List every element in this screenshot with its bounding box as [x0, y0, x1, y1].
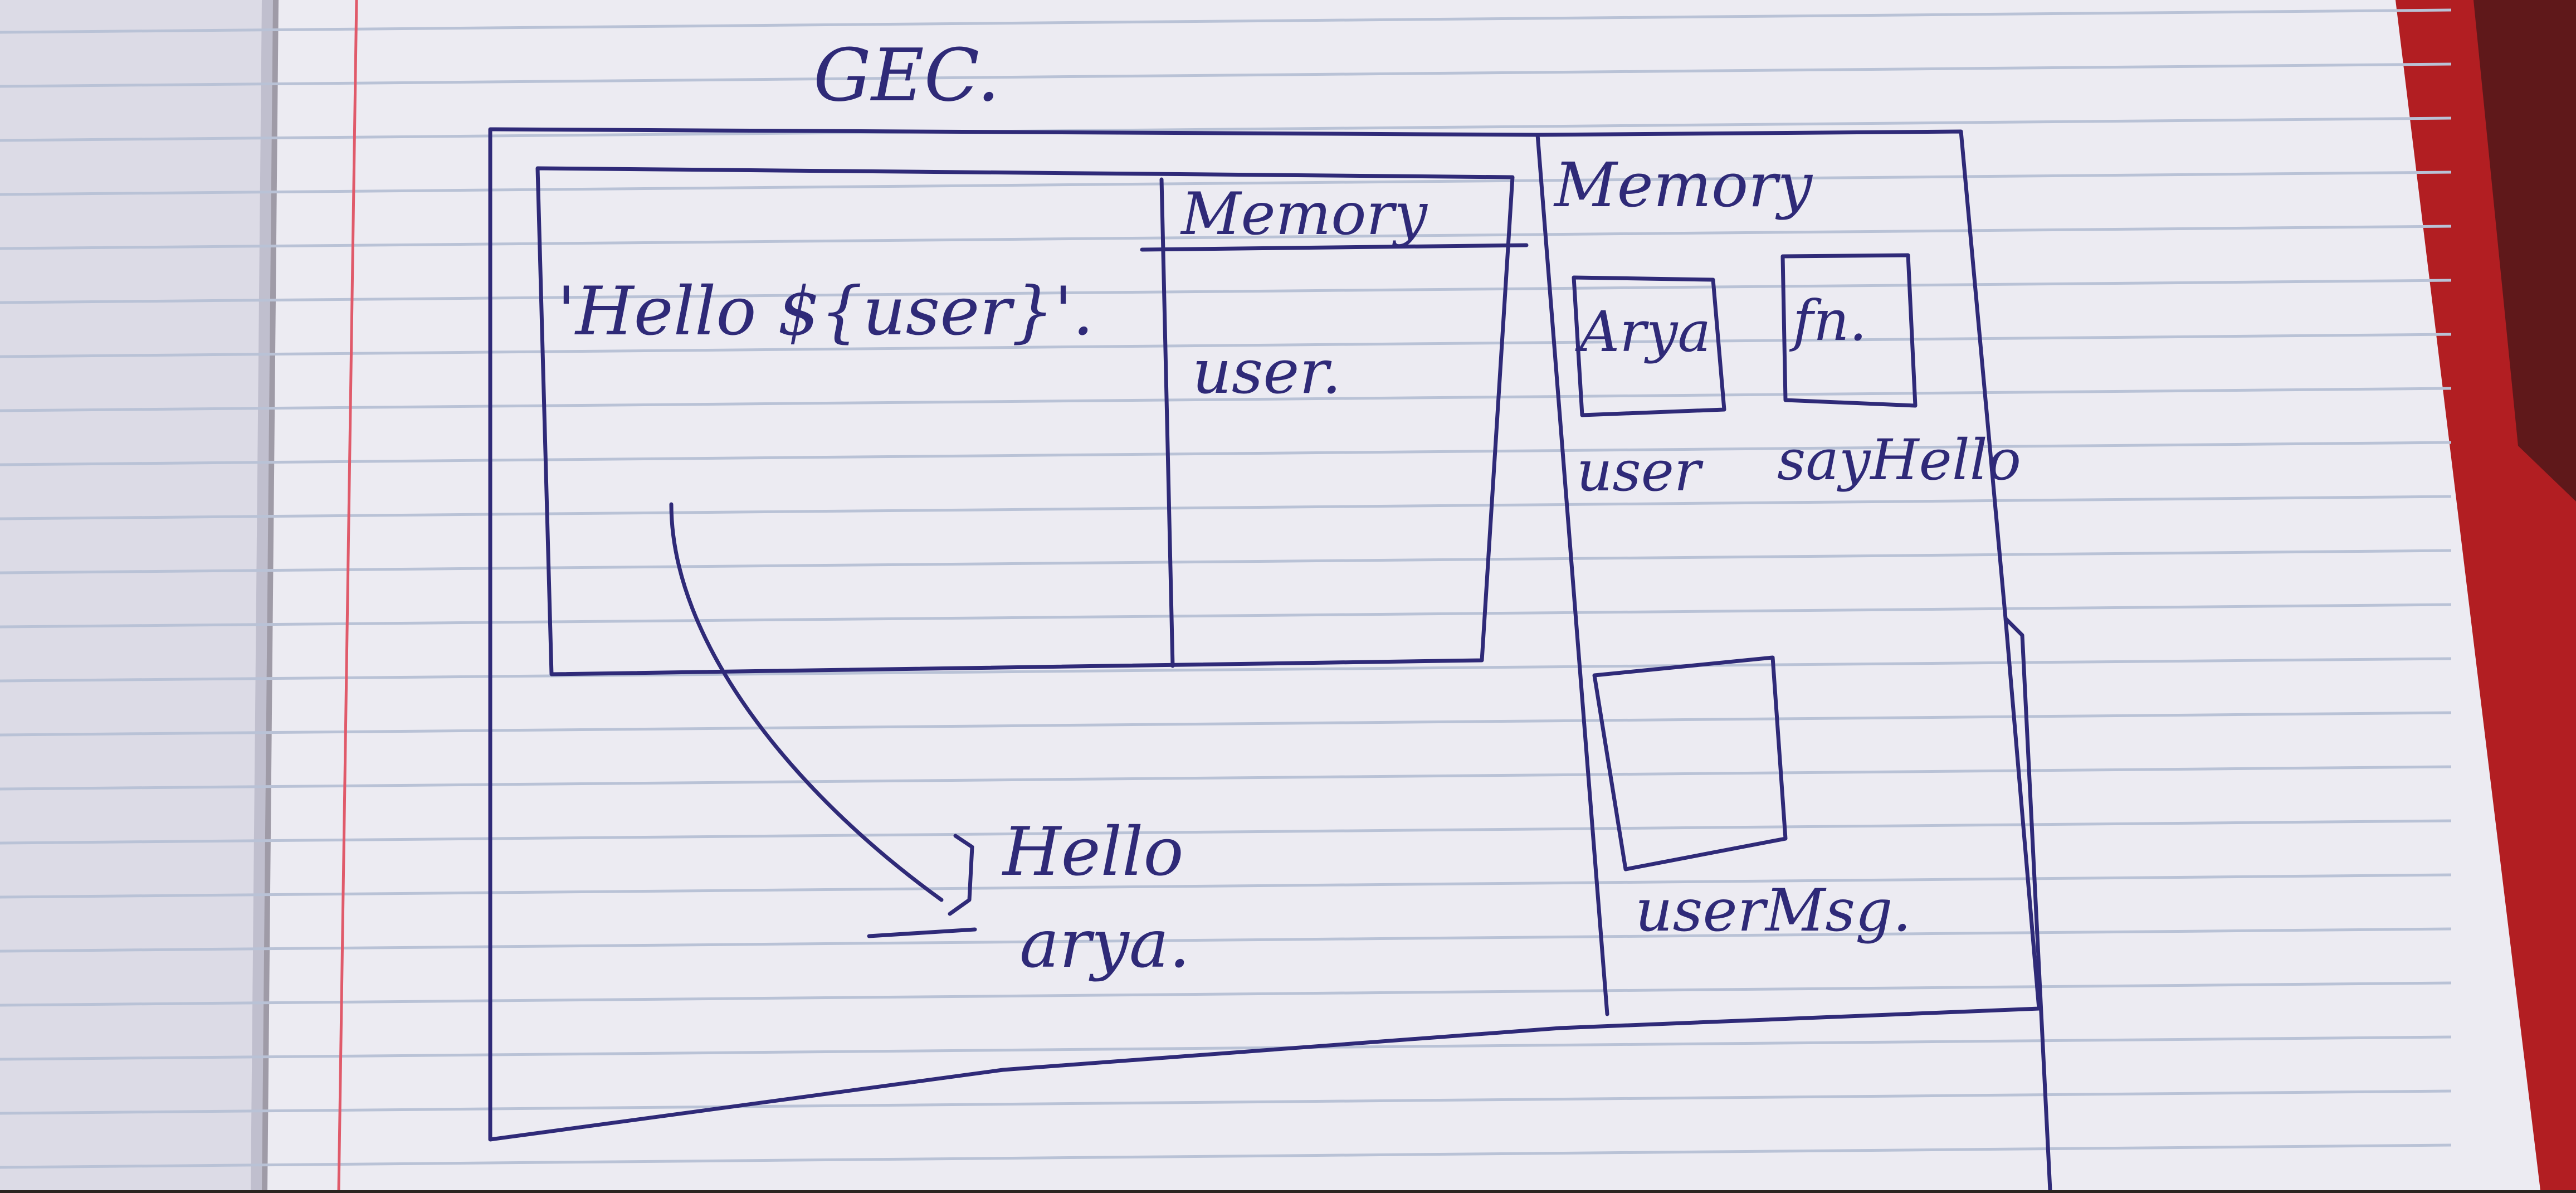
memory-box-label: sayHello: [1777, 427, 2021, 493]
ruled-line: [0, 657, 2452, 683]
sayhello-memory-box: [1780, 253, 1918, 408]
ruled-line: [0, 62, 2452, 88]
ruled-line: [0, 549, 2452, 574]
ruled-line: [0, 765, 2452, 791]
ruled-line: [0, 387, 2452, 412]
ruled-line: [0, 116, 2452, 142]
ruled-line: [0, 495, 2452, 520]
output-tick: [867, 927, 977, 938]
ruled-line: [0, 1089, 2452, 1115]
user-memory-box: [1572, 275, 1726, 417]
cover-shadow: [2473, 0, 2576, 501]
inner-memory-entry: user.: [1192, 336, 1341, 407]
output-line: arya.: [1019, 905, 1190, 983]
inner-memory-underline: [1140, 243, 1529, 252]
ruled-line: [0, 981, 2452, 1007]
output-arrow: [669, 502, 944, 902]
ruled-line: [0, 873, 2452, 899]
ruled-lines: [0, 8, 2452, 1169]
gec-box: [488, 127, 2041, 1142]
margin-line: [337, 0, 358, 1191]
output-line: Hello: [1002, 814, 1184, 891]
ruled-line: [0, 819, 2452, 845]
ruled-line: [0, 279, 2452, 304]
memory-box-content: fn.: [1789, 288, 1867, 353]
ruled-line: [0, 441, 2452, 466]
memory-divider: [1535, 133, 1609, 1016]
inner-memory-heading: Memory: [1180, 180, 1428, 248]
ruled-line: [0, 8, 2452, 34]
ruled-line: [0, 333, 2452, 358]
usermsg-label: userMsg.: [1635, 877, 1911, 944]
ruled-line: [0, 171, 2452, 196]
ruled-line: [0, 225, 2452, 250]
notebook-page: [267, 0, 2540, 1190]
left-page: [0, 0, 273, 1190]
ruled-line: [0, 927, 2452, 953]
page-edge-stroke: [2003, 616, 2052, 1192]
outer-memory-heading: Memory: [1553, 149, 1813, 221]
ruled-line: [0, 1143, 2452, 1169]
memory-box-content: Arya: [1575, 299, 1711, 364]
ruled-line: [0, 711, 2452, 737]
usermsg-memory-box: [1592, 655, 1788, 871]
gec-heading: GEC.: [813, 33, 1000, 118]
inner-divider: [1159, 177, 1175, 668]
code-text: 'Hello ${user}'.: [557, 273, 1094, 350]
execution-context-box: [535, 166, 1515, 676]
memory-box-label: user: [1577, 439, 1704, 504]
ruled-line: [0, 603, 2452, 629]
output-brace: [948, 834, 974, 916]
